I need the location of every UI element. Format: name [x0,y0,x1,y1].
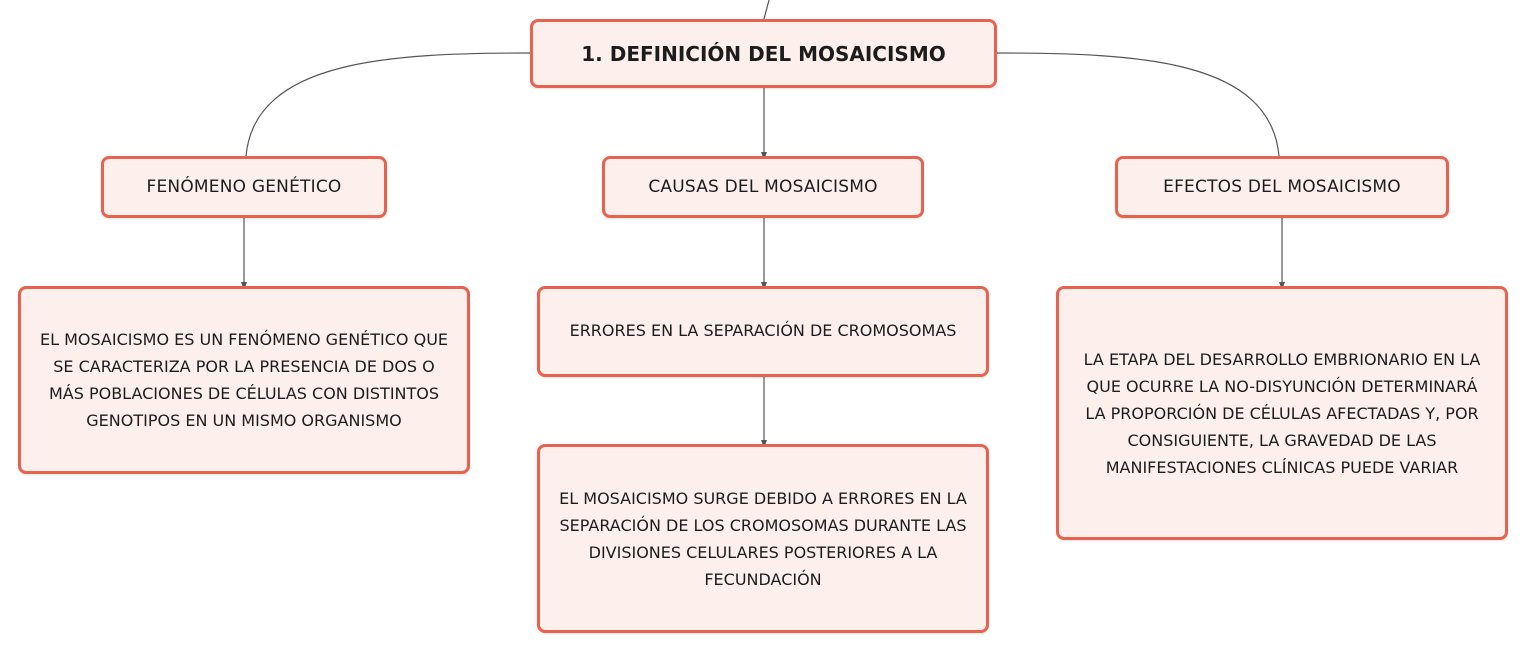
connector-root-efectos [996,52,1280,157]
detail-text-causas: EL MOSAICISMO SURGE DEBIDO A ERRORES EN … [559,488,967,589]
detail-node-causas[interactable]: EL MOSAICISMO SURGE DEBIDO A ERRORES EN … [537,444,989,633]
branch-node-efectos[interactable]: EFECTOS DEL MOSAICISMO [1115,156,1449,218]
root-topic-node[interactable]: 1. DEFINICIÓN DEL MOSAICISMO [530,19,997,88]
connector-root-fenomeno [245,52,531,157]
detail-text-fenomeno: EL MOSAICISMO ES UN FENÓMENO GENÉTICO QU… [39,330,449,430]
branch-label-fenomeno: FENÓMENO GENÉTICO [146,177,342,197]
branch-label-efectos: EFECTOS DEL MOSAICISMO [1163,177,1401,197]
incoming-connector [763,0,770,20]
detail-text-efectos: LA ETAPA DEL DESARROLLO EMBRIONARIO EN L… [1083,349,1481,477]
detail-node-fenomeno[interactable]: EL MOSAICISMO ES UN FENÓMENO GENÉTICO QU… [18,286,470,474]
detail-node-errores[interactable]: ERRORES EN LA SEPARACIÓN DE CROMOSOMAS [537,286,989,377]
detail-text-errores: ERRORES EN LA SEPARACIÓN DE CROMOSOMAS [569,321,957,340]
branch-label-causas: CAUSAS DEL MOSAICISMO [648,177,878,197]
root-topic-label: 1. DEFINICIÓN DEL MOSAICISMO [581,41,946,66]
branch-node-causas[interactable]: CAUSAS DEL MOSAICISMO [602,156,924,218]
detail-node-efectos[interactable]: LA ETAPA DEL DESARROLLO EMBRIONARIO EN L… [1056,286,1508,540]
branch-node-fenomeno[interactable]: FENÓMENO GENÉTICO [101,156,387,218]
